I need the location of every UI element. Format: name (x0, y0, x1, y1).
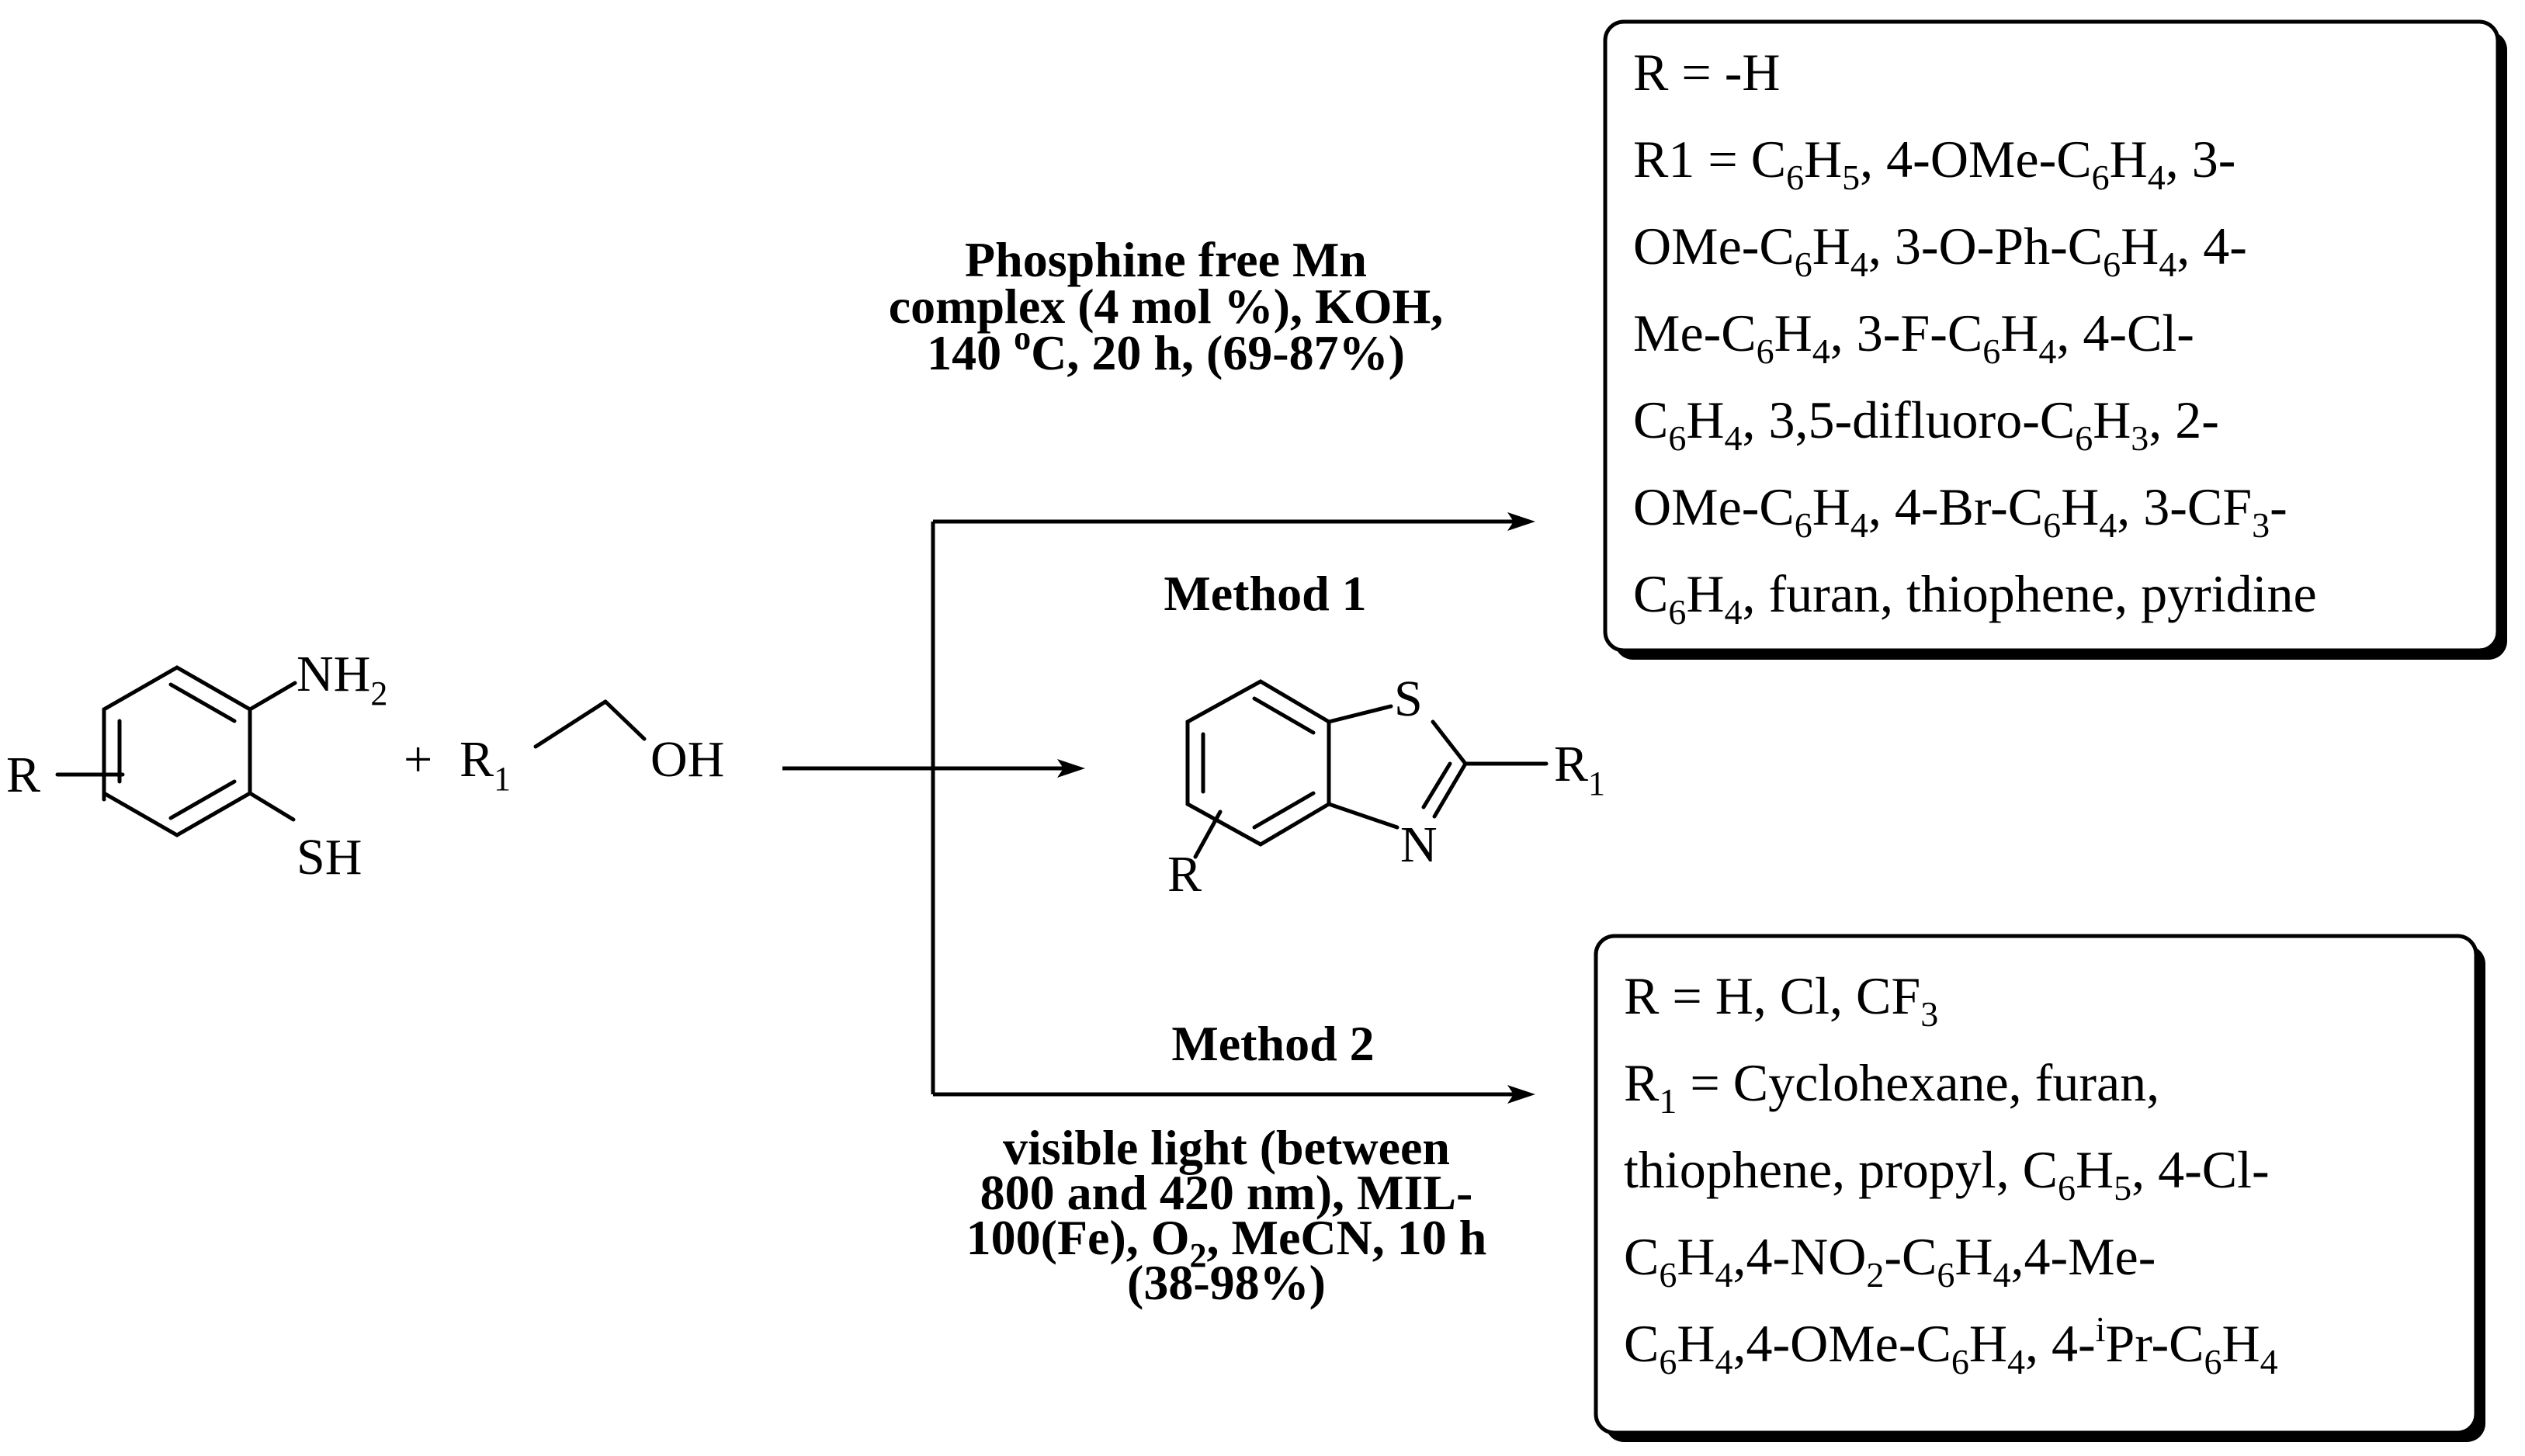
c-s-bond (1327, 704, 1393, 724)
c2-n-double-bond (1421, 761, 1452, 809)
text-line: Phosphine free Mn (965, 232, 1367, 287)
text-line: R = H, Cl, CF3 (1624, 966, 1938, 1034)
text-line: 140 oC, 20 h, (69-87%) (927, 319, 1405, 380)
text-line: R1 = Cyclohexane, furan, (1624, 1053, 2159, 1121)
r1-label: R1 (460, 731, 511, 798)
sulfur-label: S (1394, 671, 1423, 727)
nitrogen-label: N (1400, 816, 1438, 873)
r-substituent-bond (1193, 809, 1223, 859)
reactant-aminothiophenol: R NH2 SH (6, 646, 387, 886)
text-line: OMe-C6H4, 3-O-Ph-C6H4, 4- (1633, 217, 2247, 284)
sh-bond (248, 791, 296, 822)
method2-label: Method 2 (1171, 1016, 1374, 1071)
c2-n-double-bond (1432, 761, 1468, 819)
text-line: Me-C6H4, 3-F-C6H4, 4-Cl- (1633, 303, 2194, 371)
s-c2-bond (1431, 719, 1468, 766)
text-line: C6H4, 3,5-difluoro-C6H3, 2- (1633, 390, 2219, 458)
text-line: C6H4,4-OMe-C6H4, 4-iPr-C6H4 (1624, 1309, 2278, 1381)
method1-arrowhead (1507, 512, 1535, 531)
text-line: C6H4, furan, thiophene, pyridine (1633, 564, 2317, 632)
sh-label: SH (297, 829, 362, 886)
text-line: OMe-C6H4, 4-Br-C6H4, 3-CF3- (1633, 477, 2287, 545)
plus-sign: + (404, 731, 432, 788)
aromatic-inner-bond (1252, 696, 1316, 735)
text-line: C6H4,4-NO2-C6H4,4-Me- (1624, 1227, 2156, 1295)
reactant-alcohol: R1 OH (460, 699, 724, 798)
text-line: 800 and 420 nm), MIL- (980, 1165, 1473, 1220)
text-line: (38-98%) (1127, 1255, 1326, 1310)
aromatic-inner-bond (168, 779, 237, 820)
benzene-ring-bond (102, 665, 252, 837)
r-label: R (1167, 846, 1202, 903)
text-line: thiophene, propyl, C6H5, 4-Cl- (1624, 1140, 2270, 1208)
substrate-scope-box-1: R = -H R1 = C6H5, 4-OMe-C6H4, 3- OMe-C6H4,… (1603, 19, 2507, 660)
text-line: R1 = C6H5, 4-OMe-C6H4, 3- (1633, 130, 2235, 197)
text-line: complex (4 mol %), KOH, (889, 279, 1444, 334)
r1-label: R1 (1554, 736, 1605, 803)
method2-arrowhead (1507, 1085, 1535, 1104)
aromatic-inner-bond (1252, 791, 1316, 830)
r-label: R (6, 747, 40, 803)
main-arrowhead (1057, 759, 1085, 778)
alcohol-bond (603, 699, 647, 741)
box-frame (1603, 19, 2500, 653)
oh-label: OH (650, 731, 724, 788)
box2-text: R = H, Cl, CF3 R1 = Cyclohexane, furan, th… (1624, 966, 2278, 1381)
reaction-arrows (782, 512, 1535, 1104)
alcohol-bond (533, 699, 608, 749)
n-c-bond (1327, 802, 1400, 830)
aromatic-inner-bond (168, 682, 237, 723)
box-frame (1594, 934, 2478, 1435)
method1-label: Method 1 (1164, 566, 1366, 621)
text-line: visible light (between (1003, 1120, 1450, 1175)
nh2-label: NH2 (297, 646, 387, 712)
box1-text: R = -H R1 = C6H5, 4-OMe-C6H4, 3- OMe-C6H4,… (1633, 43, 2317, 632)
text-line: 100(Fe), O2, MeCN, 10 h (966, 1210, 1487, 1274)
benzo-ring-bond (1185, 679, 1331, 847)
product-benzothiazole: S N R R1 (1167, 671, 1605, 903)
text-line: R = -H (1633, 43, 1780, 102)
nh2-bond (248, 681, 297, 712)
substrate-scope-box-2: R = H, Cl, CF3 R1 = Cyclohexane, furan, th… (1594, 934, 2485, 1442)
